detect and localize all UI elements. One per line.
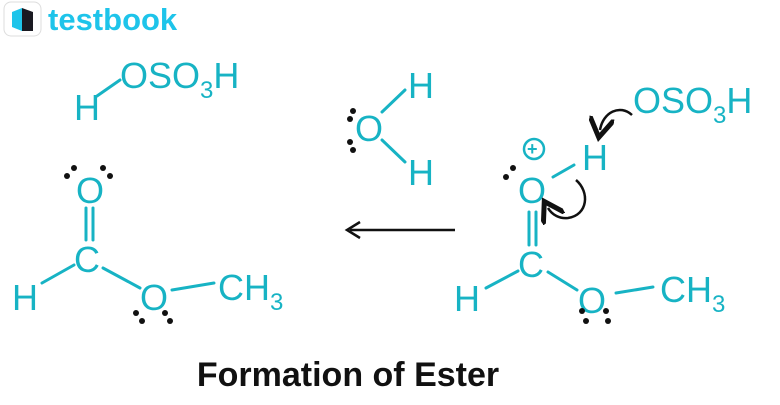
bond <box>546 270 579 292</box>
diagram-caption: Formation of Ester <box>197 356 499 394</box>
atom-o: O <box>518 170 546 211</box>
charge-sign: + <box>527 139 538 159</box>
book-icon-dark <box>22 8 33 31</box>
book-icon <box>12 8 22 31</box>
osoh-label: OSO3H <box>633 80 752 129</box>
methyl-label: CH3 <box>218 267 283 316</box>
bond <box>551 163 576 179</box>
atom-o: O <box>355 108 383 149</box>
lone-pairs <box>64 108 611 324</box>
water-molecule: O H H <box>355 65 434 193</box>
atom-h: H <box>454 278 480 319</box>
sulfuric-acid-left: H OSO3H <box>74 55 239 128</box>
bond <box>40 263 76 285</box>
bond <box>170 281 216 292</box>
atom-o: O <box>578 280 606 321</box>
reaction-arrowhead <box>344 220 361 240</box>
atom-c: C <box>74 239 100 280</box>
atom-h: H <box>74 87 100 128</box>
atom-o: O <box>76 170 104 211</box>
protonated-ester: + H O C H O CH3 OSO3H <box>454 80 752 321</box>
atom-h: H <box>12 277 38 318</box>
atom-c: C <box>518 244 544 285</box>
ester-product: O C H O CH3 <box>12 170 283 318</box>
logo-text: testbook <box>48 2 178 37</box>
bond <box>95 78 122 98</box>
bond <box>380 88 407 114</box>
methyl-label: CH3 <box>660 269 725 318</box>
bond <box>484 269 520 290</box>
atom-h: H <box>582 137 608 178</box>
testbook-logo: testbook <box>3 1 178 37</box>
curved-arrow-icon <box>600 108 633 130</box>
curved-arrow-icon <box>548 179 587 218</box>
atom-h: H <box>408 152 434 193</box>
osoh-label: OSO3H <box>120 55 239 104</box>
bond <box>380 138 407 164</box>
bond <box>101 266 142 290</box>
positive-charge-icon <box>522 137 546 161</box>
bond <box>614 285 655 295</box>
atom-h: H <box>408 65 434 106</box>
